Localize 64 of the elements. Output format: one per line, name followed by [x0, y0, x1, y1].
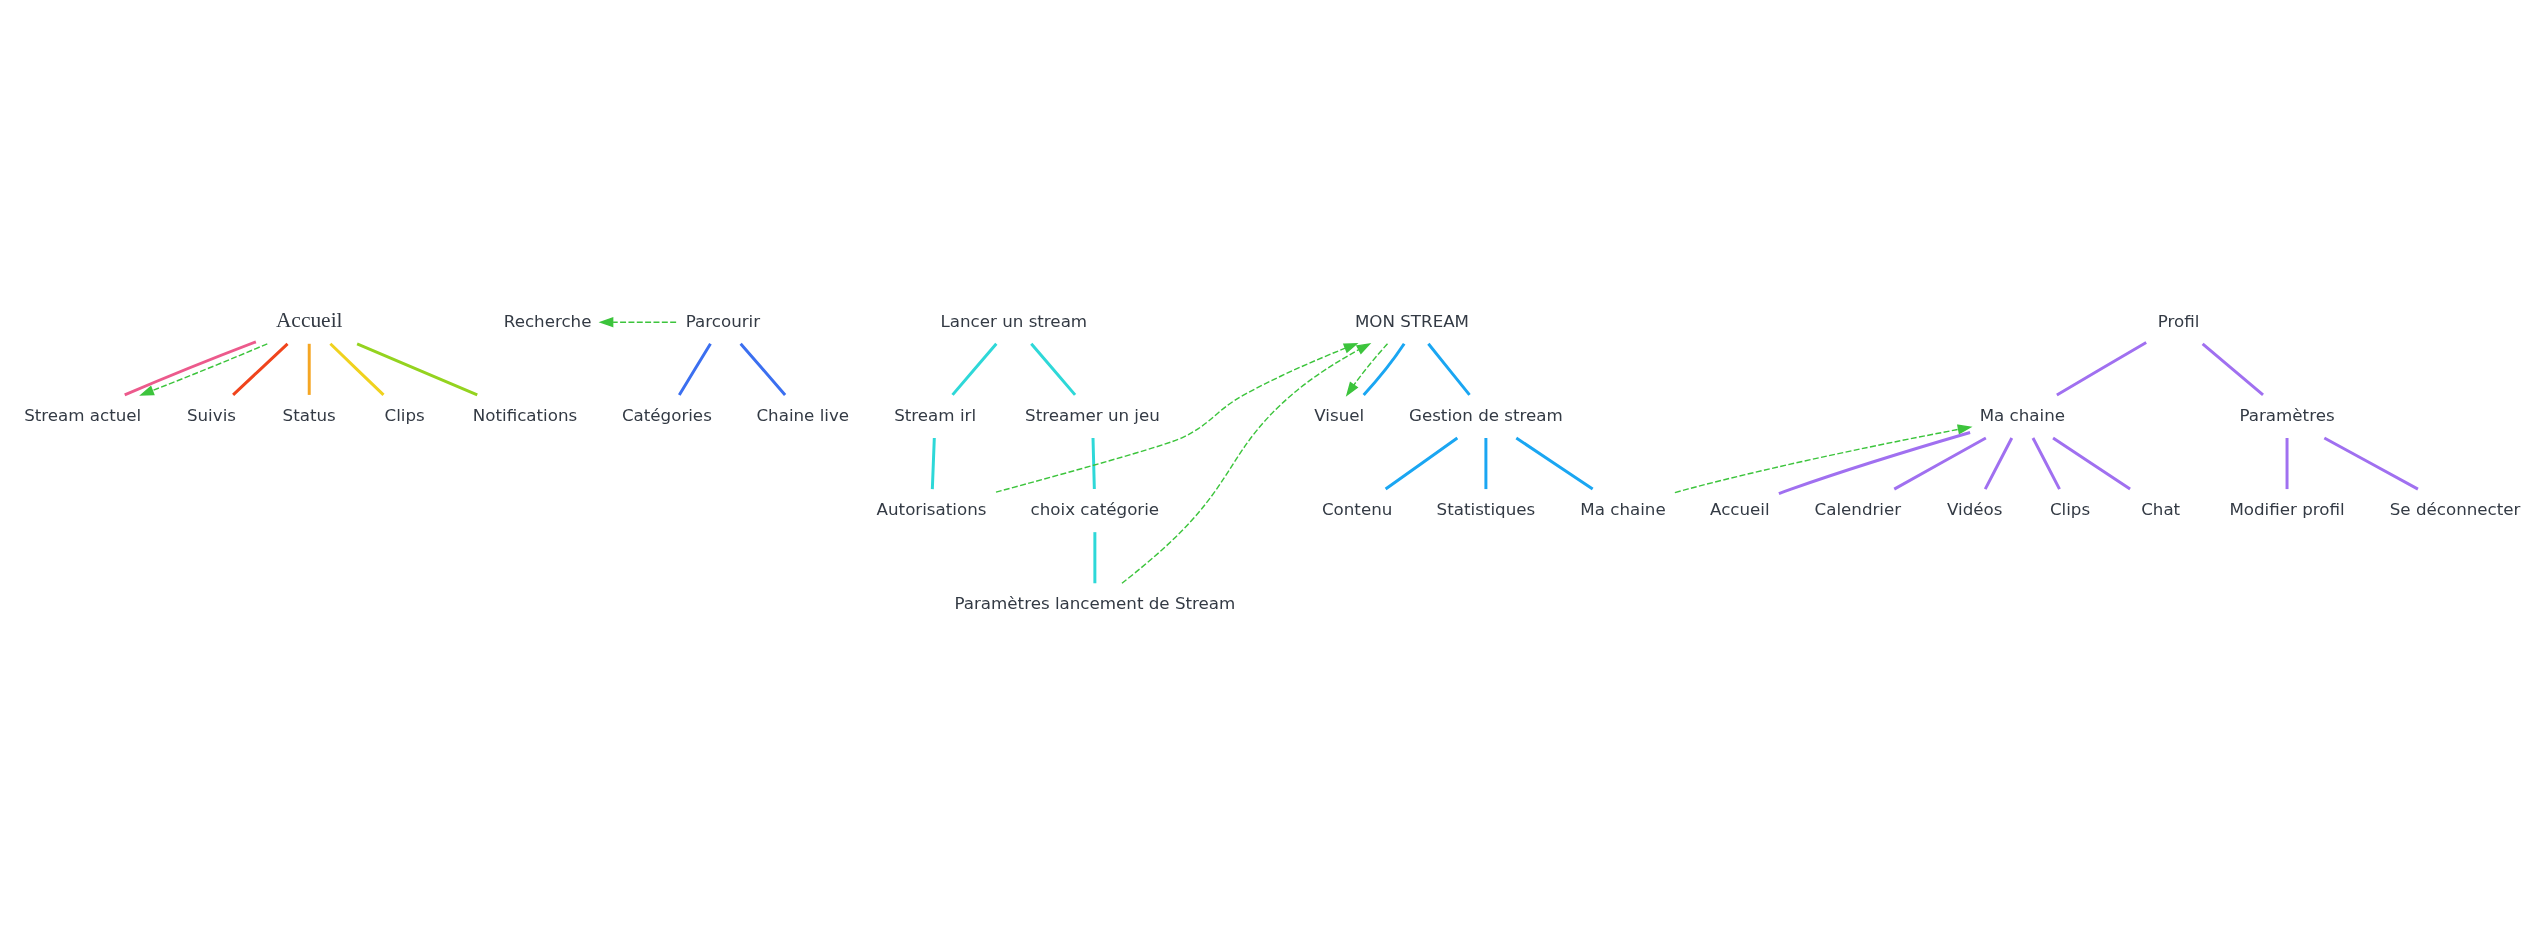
node-text: Statistiques	[1436, 500, 1536, 519]
node-text: Gestion de stream	[1408, 405, 1563, 425]
connector	[951, 342, 998, 396]
node-text: Streamer un jeu	[1025, 405, 1160, 425]
connector	[1778, 431, 1971, 495]
connector	[232, 342, 289, 396]
node-text: Se déconnecter	[2389, 500, 2521, 519]
connector	[930, 437, 936, 490]
connector	[678, 343, 712, 396]
node-text: Suivis	[186, 405, 236, 425]
connector	[2056, 341, 2147, 397]
node-text: Parcourir	[685, 311, 761, 331]
node-text: Chat	[2141, 500, 2181, 519]
connector	[1384, 436, 1459, 491]
node-text: Calendrier	[1814, 500, 1902, 519]
node-text: Lancer un stream	[940, 311, 1088, 331]
connector	[307, 343, 311, 395]
node-text: Visuel	[1314, 405, 1365, 425]
connector	[329, 342, 385, 396]
node-text: choix catégorie	[1030, 500, 1160, 519]
node-text: Catégories	[621, 405, 712, 425]
arrow	[598, 317, 677, 328]
connector	[1091, 437, 1096, 490]
node-text: Stream irl	[894, 405, 977, 425]
connector	[1362, 342, 1406, 396]
connector	[1093, 532, 1097, 584]
arrow	[1674, 424, 1973, 494]
connector	[2052, 436, 2131, 491]
node-text: Accueil	[275, 308, 343, 333]
node-text: Accueil	[1710, 500, 1770, 519]
connector	[2323, 436, 2419, 491]
node-text: Ma chaine	[1580, 500, 1666, 519]
connector	[1893, 436, 1987, 491]
node-text: MON STREAM	[1354, 311, 1470, 331]
connector	[1515, 436, 1594, 491]
node-text: Chaine live	[756, 405, 850, 425]
arrow	[995, 342, 1359, 493]
node-text: Clips	[384, 405, 425, 425]
arrow	[1345, 343, 1389, 397]
connector	[356, 342, 478, 397]
node-text: Recherche	[503, 311, 592, 331]
connector	[124, 340, 257, 397]
node-text: Notifications	[472, 405, 578, 425]
connector	[739, 342, 787, 396]
node-text: Contenu	[1321, 500, 1393, 519]
node-text: Clips	[2049, 500, 2091, 519]
connector	[1030, 342, 1077, 396]
connector	[1983, 437, 2014, 490]
node-text: Modifier profil	[2229, 500, 2345, 519]
node-text: Autorisations	[876, 500, 987, 519]
connector	[2031, 437, 2061, 490]
node-text: Paramètres lancement de Stream	[954, 594, 1236, 614]
node-text: Status	[282, 405, 336, 425]
arrow	[139, 343, 268, 396]
node-text: Profil	[2157, 311, 2200, 331]
connector	[2285, 438, 2289, 490]
node-text: Stream actuel	[24, 405, 142, 425]
node-text: Vidéos	[1946, 500, 2003, 519]
connector	[2201, 342, 2264, 397]
node-text: Paramètres	[2239, 405, 2335, 425]
connector	[1427, 342, 1471, 396]
node-text: Ma chaine	[1979, 405, 2066, 425]
arrow	[1121, 342, 1372, 584]
connector	[1484, 438, 1488, 490]
